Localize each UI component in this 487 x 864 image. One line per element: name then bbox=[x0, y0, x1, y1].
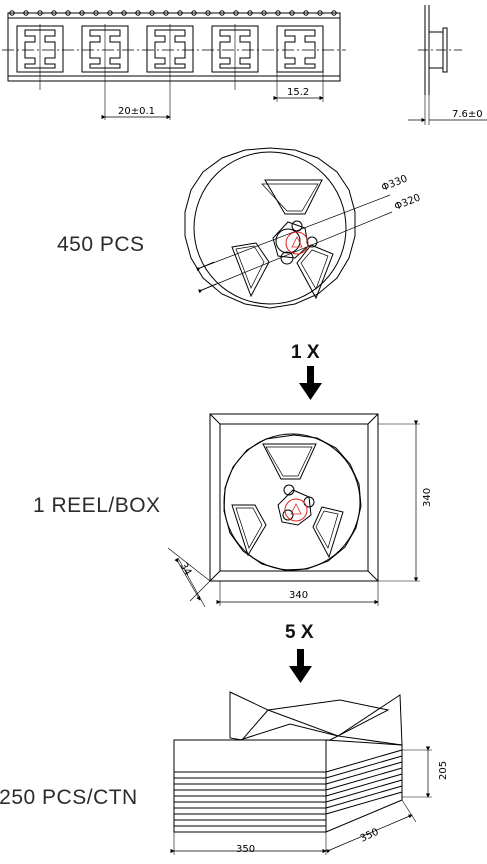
reel-box-drawing bbox=[167, 413, 420, 608]
tape-width-dimension: 7.6±0 bbox=[452, 109, 483, 120]
box-height-dimension: 340 bbox=[422, 488, 433, 507]
reel-drawing bbox=[184, 147, 393, 309]
down-arrow-icon bbox=[299, 366, 322, 400]
reel-quantity-label: 450 PCS bbox=[57, 233, 145, 256]
carton-height-dimension: 205 bbox=[438, 761, 449, 780]
box-width-dimension: 340 bbox=[289, 590, 308, 601]
tape-pocket-dimension: 15.2 bbox=[287, 87, 309, 98]
reel-inner-diameter: Φ320 bbox=[393, 192, 422, 212]
reel-to-box-multiplier: 1 X bbox=[291, 342, 320, 363]
tape-pitch-dimension: 20±0.1 bbox=[118, 106, 155, 117]
box-depth-dimension: 34 bbox=[177, 561, 193, 578]
carrier-tape-side-view bbox=[408, 5, 487, 125]
carton-depth-dimension: 350 bbox=[359, 827, 381, 845]
sprocket-holes bbox=[9, 10, 337, 16]
carton-width-dimension: 350 bbox=[236, 844, 255, 855]
tape-pocket bbox=[211, 24, 259, 90]
tape-pocket bbox=[16, 24, 64, 90]
tape-pocket bbox=[81, 24, 129, 120]
carton-drawing bbox=[170, 691, 432, 855]
carton-quantity-label: 2250 PCS/CTN bbox=[0, 786, 138, 809]
carrier-tape-top-view bbox=[2, 10, 346, 120]
box-quantity-label: 1 REEL/BOX bbox=[33, 494, 161, 517]
box-to-carton-multiplier: 5 X bbox=[285, 622, 314, 643]
reel-hub-highlight bbox=[285, 231, 309, 255]
down-arrow-icon bbox=[289, 649, 312, 683]
reel-outer-diameter: Φ330 bbox=[380, 173, 409, 193]
tape-pocket bbox=[146, 24, 194, 120]
box-hub-highlight bbox=[284, 498, 308, 522]
